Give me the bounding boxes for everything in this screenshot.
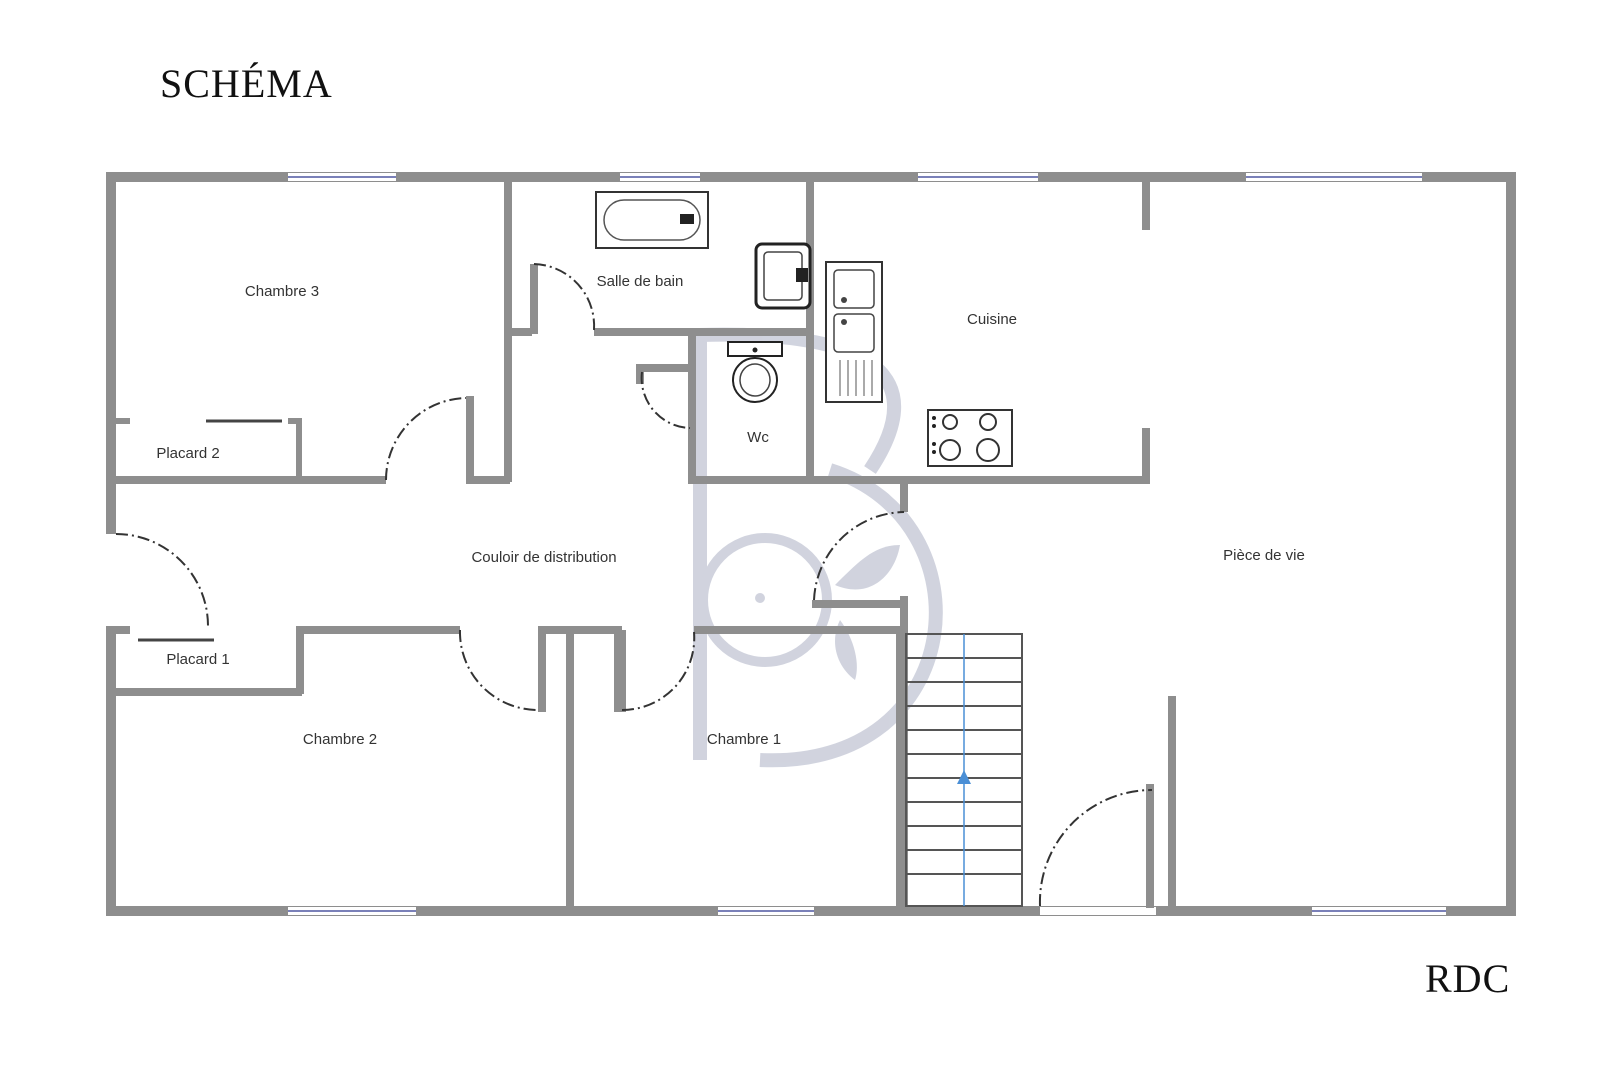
toilet-icon [727,341,783,403]
stair-arrow-icon [957,770,971,784]
room-label-chambre-3: Chambre 3 [245,283,319,300]
floor-level-label: RDC [1425,956,1511,1001]
windows [288,173,1446,915]
room-label-piece-de-vie: Pièce de vie [1223,547,1305,564]
room-label-couloir: Couloir de distribution [471,549,616,566]
room-label-placard-1: Placard 1 [166,651,229,668]
watermark-logo-icon [693,327,943,768]
room-label-salle-de-bain: Salle de bain [597,273,684,290]
room-label-wc: Wc [747,429,769,446]
room-label-chambre-2: Chambre 2 [303,731,377,748]
cooktop-icon [927,409,1013,467]
washbasin-icon [754,242,812,310]
doors [115,263,1153,907]
room-labels: Chambre 3 Placard 2 Salle de bain Wc Cui… [156,273,1305,748]
bathtub-icon [595,191,709,249]
staircase [905,633,1023,907]
interior-walls [116,180,1176,916]
kitchen-sink-icon [825,261,883,403]
room-label-chambre-1: Chambre 1 [707,731,781,748]
room-label-placard-2: Placard 2 [156,445,219,462]
room-label-cuisine: Cuisine [967,311,1017,328]
plan-title: SCHÉMA [160,61,333,106]
